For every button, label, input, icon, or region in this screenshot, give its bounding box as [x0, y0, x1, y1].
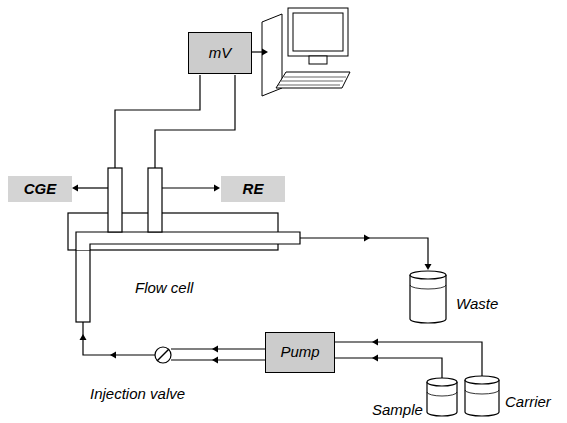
sample-line — [335, 358, 442, 384]
computer-icon — [262, 8, 350, 96]
part-label: Carrier — [505, 394, 551, 411]
signal-line — [252, 51, 262, 52]
arrowhead — [372, 355, 378, 362]
inlet-line — [83, 322, 155, 355]
carrier-container — [465, 376, 499, 416]
arrowhead — [425, 264, 432, 270]
part-label: Sample — [372, 402, 423, 419]
part-label: Flow cell — [135, 280, 193, 297]
arrowhead — [72, 185, 78, 192]
arrowhead — [214, 185, 220, 192]
electrode-label-box: RE — [221, 176, 285, 202]
electrode-wire — [115, 75, 200, 168]
node-text: CGE — [24, 181, 57, 198]
waste-container — [410, 271, 446, 323]
electrode-wire — [155, 75, 235, 168]
injection-valve-symbol — [155, 347, 171, 363]
meter-box: mV — [188, 32, 252, 74]
arrowhead — [212, 346, 218, 353]
sample-container — [427, 378, 457, 416]
leader-arrow — [162, 187, 214, 188]
arrowhead — [110, 352, 116, 359]
part-label: Waste — [456, 296, 498, 313]
pump-box: Pump — [265, 332, 335, 373]
arrowhead — [262, 49, 268, 56]
reference-electrode — [148, 168, 162, 232]
leader-arrow — [78, 187, 108, 188]
arrowhead — [212, 357, 218, 364]
arrowhead — [372, 339, 378, 346]
inlet-tube — [76, 250, 90, 322]
combination-glass-electrode — [108, 168, 122, 232]
outlet-line — [300, 238, 428, 264]
electrode-label-box: CGE — [8, 176, 72, 202]
node-text: Pump — [280, 344, 319, 361]
arrowhead — [364, 235, 370, 242]
node-text: mV — [209, 45, 232, 62]
arrowhead — [80, 334, 87, 340]
flow-channel — [76, 232, 300, 250]
carrier-line — [335, 342, 482, 382]
part-label: Injection valve — [90, 386, 185, 403]
node-text: RE — [243, 181, 264, 198]
